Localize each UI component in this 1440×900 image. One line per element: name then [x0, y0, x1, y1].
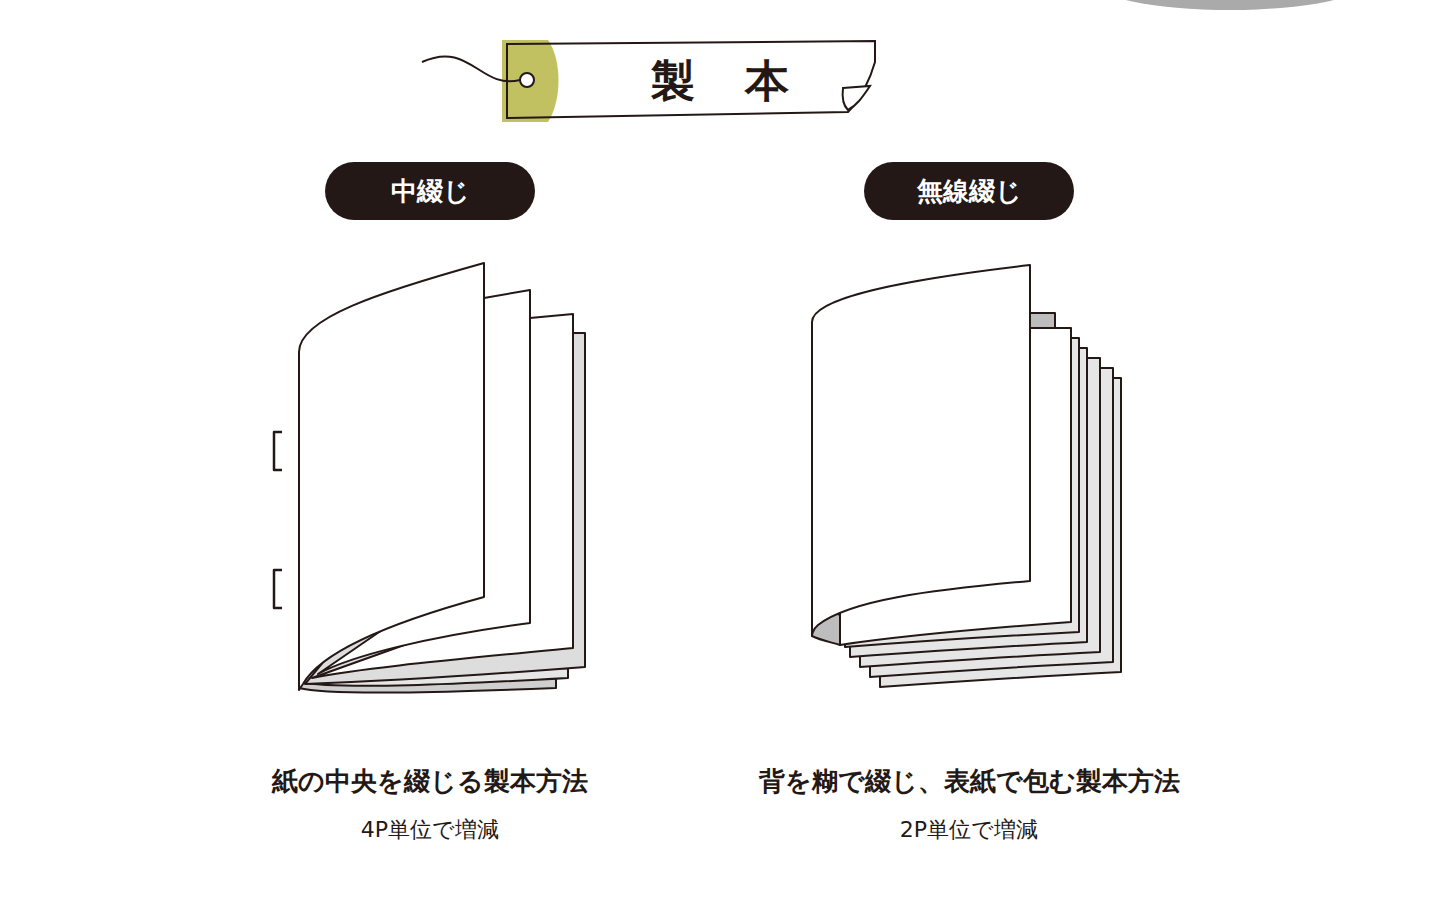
- pill-text: 中綴じ: [391, 174, 470, 209]
- title-tag: [422, 40, 875, 122]
- caption: 背を糊で綴じ、表紙で包む製本方法: [759, 764, 1180, 799]
- caption: 2P単位で増減: [900, 815, 1038, 845]
- caption: 4P単位で増減: [361, 815, 499, 845]
- corner-shadow: [1090, 0, 1370, 10]
- label-pill: 無線綴じ: [864, 162, 1074, 220]
- pill-text: 無線綴じ: [917, 174, 1022, 209]
- caption: 紙の中央を綴じる製本方法: [272, 764, 588, 799]
- label-pill: 中綴じ: [325, 162, 535, 220]
- saddle-stitch-book: [274, 263, 585, 693]
- perfect-bound-book: [812, 265, 1121, 687]
- title: 製本: [601, 52, 839, 111]
